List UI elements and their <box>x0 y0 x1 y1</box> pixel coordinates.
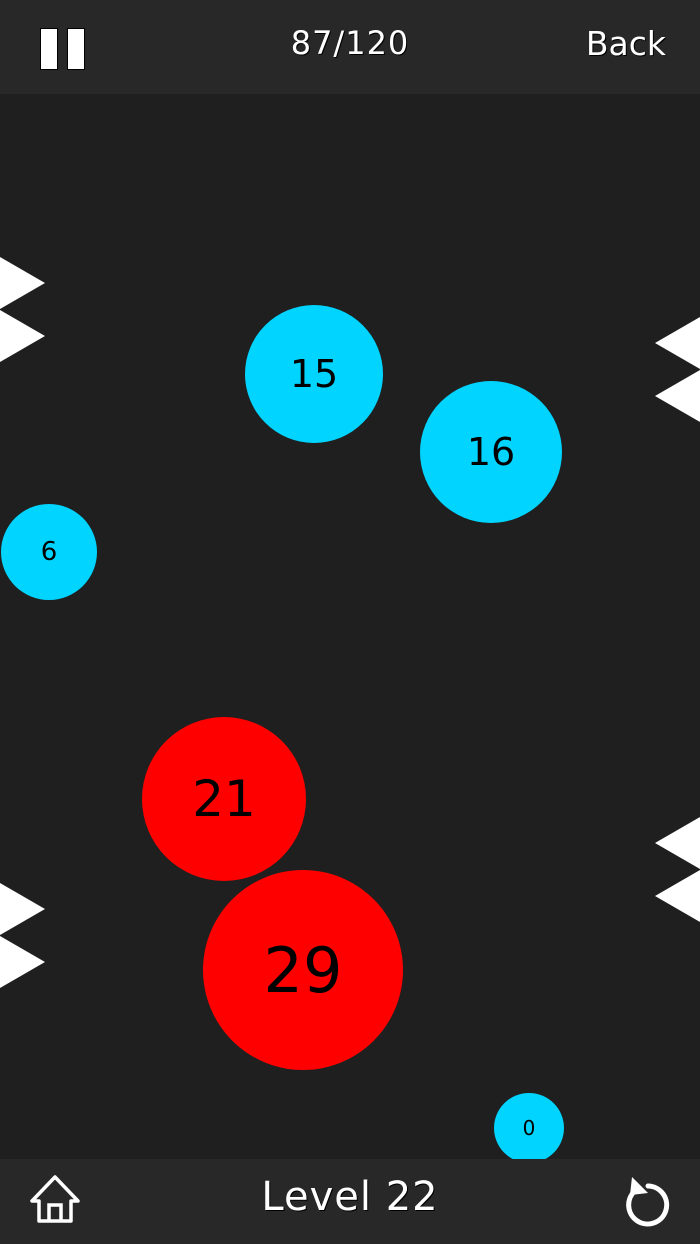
spike-right-icon <box>655 817 700 869</box>
blue-ball[interactable]: 16 <box>420 381 562 523</box>
ball-value: 0 <box>522 1116 536 1140</box>
pause-icon-bar-right <box>68 29 84 69</box>
red-ball[interactable]: 21 <box>142 717 306 881</box>
blue-ball[interactable]: 6 <box>1 504 97 600</box>
ball-value: 6 <box>40 537 58 567</box>
score-counter: 87/120 <box>290 24 410 62</box>
restart-icon <box>626 1177 670 1227</box>
spike-right-icon <box>655 370 700 422</box>
blue-ball[interactable]: 0 <box>494 1093 564 1159</box>
spike-left-icon <box>0 883 45 935</box>
spike-right-icon <box>655 317 700 369</box>
home-button[interactable] <box>28 1173 82 1225</box>
restart-button[interactable] <box>618 1173 674 1227</box>
red-ball[interactable]: 29 <box>203 870 403 1070</box>
home-icon <box>30 1175 80 1223</box>
pause-icon-bar-left <box>41 29 57 69</box>
pause-button[interactable] <box>41 29 85 69</box>
spike-left-icon <box>0 310 45 362</box>
ball-value: 21 <box>192 770 256 828</box>
ball-value: 16 <box>466 430 516 474</box>
spike-right-icon <box>655 870 700 922</box>
ball-value: 15 <box>289 352 339 396</box>
ball-value: 29 <box>263 933 343 1007</box>
blue-ball[interactable]: 15 <box>245 305 383 443</box>
bottom-bar <box>0 1159 700 1244</box>
back-button[interactable]: Back <box>585 24 666 63</box>
spike-left-icon <box>0 936 45 988</box>
spike-left-icon <box>0 257 45 309</box>
level-label: Level 22 <box>261 1174 439 1220</box>
top-bar: 87/120 Back <box>0 0 700 94</box>
game-playfield[interactable]: 15 16 6 21 29 0 <box>0 94 700 1159</box>
